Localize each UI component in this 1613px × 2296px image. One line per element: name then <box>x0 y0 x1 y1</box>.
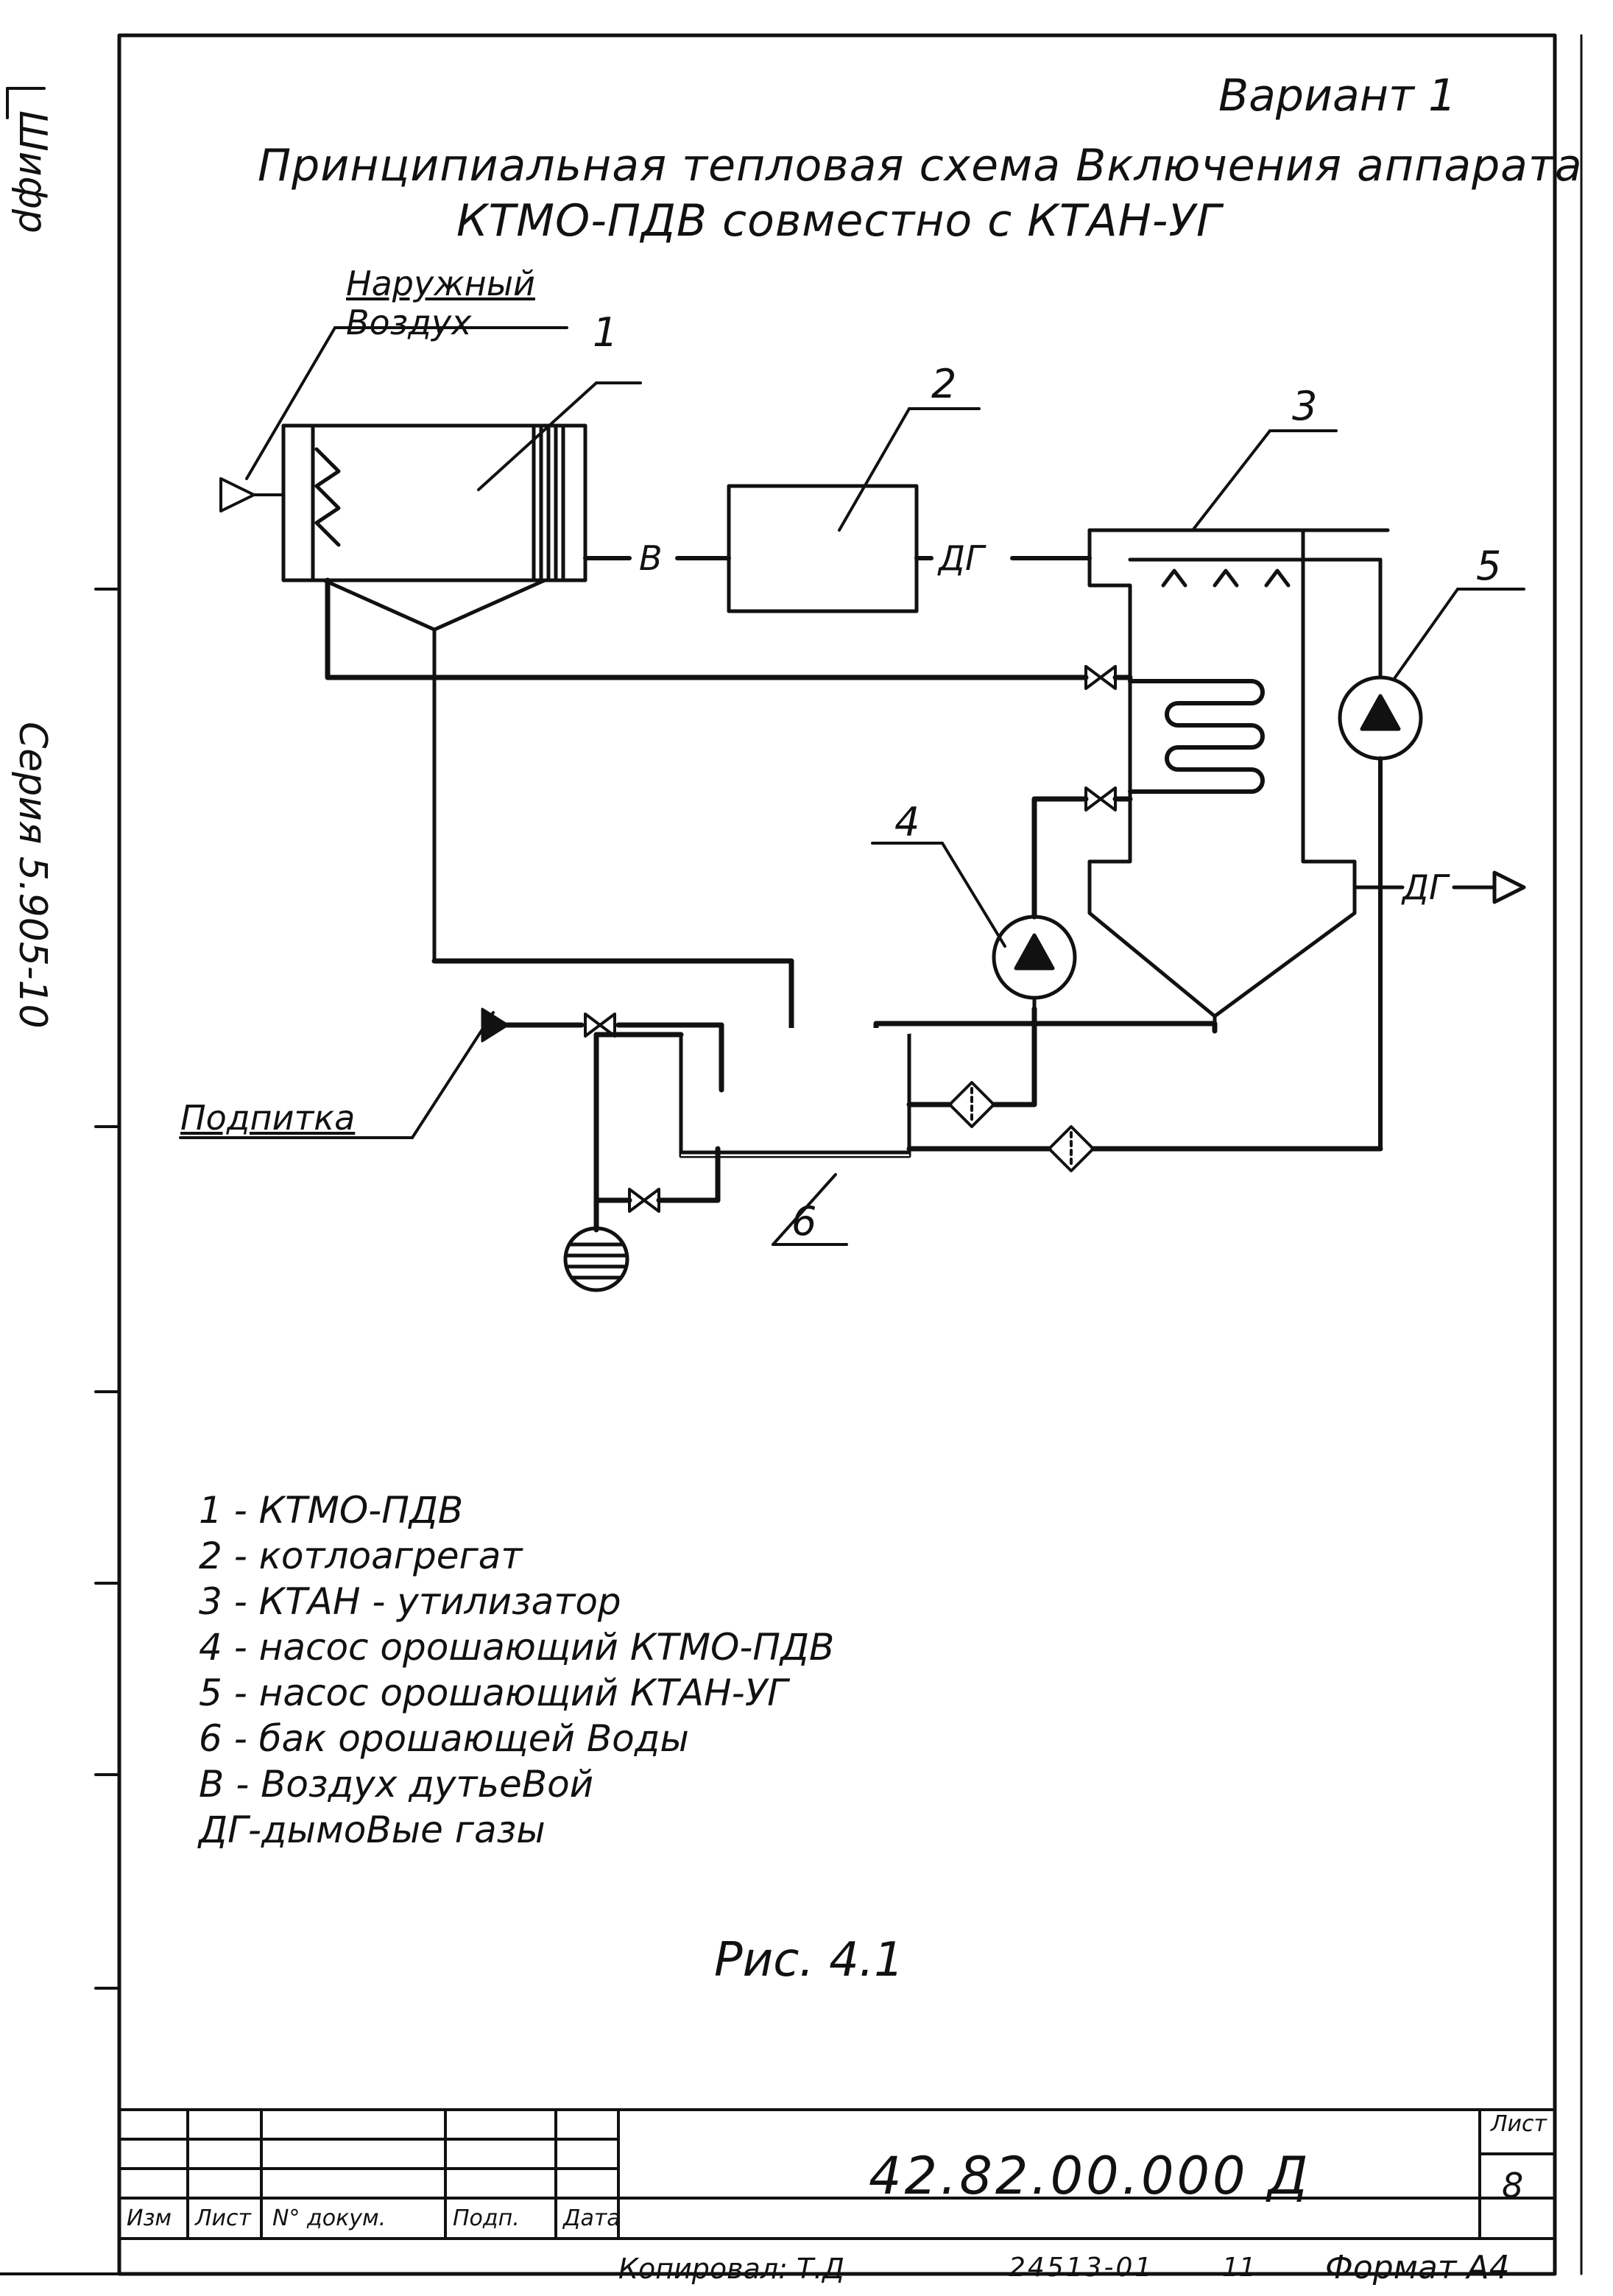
legend-item: 6 - бак орошающей Воды <box>199 1717 689 1760</box>
apparatus-ktmo-pdv <box>281 423 587 963</box>
inlet-label-line1: Наружный <box>346 264 535 303</box>
filter-lower <box>1048 1125 1095 1172</box>
inlet-arrow <box>219 326 568 513</box>
legend-item: 4 - насос орошающий КТМО-ПДВ <box>199 1626 835 1669</box>
sheet-label: Лист <box>1491 2111 1547 2137</box>
legend-item: 1 - КТМО-ПДВ <box>199 1489 464 1532</box>
valve-coil-inlet <box>1084 665 1117 690</box>
callout-3: 3 <box>1292 383 1318 429</box>
legend-item: 2 - котлоагрегат <box>199 1535 523 1577</box>
makeup-arrow <box>481 1007 509 1043</box>
col-sign: Подп. <box>453 2205 520 2231</box>
margin-text-top: Шифр <box>10 110 54 233</box>
document-number: 42.82.00.000 Д <box>869 2146 1311 2206</box>
stream-gas-label: ДГ <box>939 538 984 578</box>
col-date: Дата <box>563 2205 621 2231</box>
col-doc: N° докум. <box>272 2205 387 2231</box>
col-list: Лист <box>195 2205 252 2231</box>
callout-2: 2 <box>931 361 957 407</box>
makeup-label: Подпитка <box>180 1098 356 1138</box>
callout-6: 6 <box>791 1198 817 1244</box>
exhaust-line <box>1352 870 1526 904</box>
apparatus-ktan-ug <box>1087 528 1390 1033</box>
valve-expansion <box>628 1188 660 1213</box>
title-block-lines <box>0 2108 1556 2275</box>
callout-1: 1 <box>593 309 618 356</box>
page-title: Принципиальная тепловая схема Включения … <box>258 140 1583 191</box>
water-tank <box>678 1028 912 1158</box>
col-izm: Изм <box>127 2205 172 2231</box>
variant-label: Вариант 1 <box>1218 70 1457 122</box>
format-label: Формат А4 <box>1325 2249 1510 2286</box>
legend-item: ДГ-дымоВые газы <box>199 1809 546 1851</box>
makeup-line <box>498 1022 724 1093</box>
legend-item: 3 - КТАН - утилизатор <box>199 1580 621 1623</box>
archive-code-suffix: 11 <box>1222 2253 1256 2283</box>
stream-air-label: В <box>639 538 663 578</box>
legend-item: 5 - насос орошающий КТАН-УГ <box>199 1672 788 1714</box>
tank-outlet-lines <box>906 1006 1383 1152</box>
pump-4-line <box>1031 796 1133 920</box>
page-subtitle: КТМО-ПДВ совместно с КТАН-УГ <box>456 195 1222 247</box>
expansion-vessel <box>563 1226 629 1292</box>
valve-makeup <box>584 1013 616 1038</box>
stream-exhaust-label: ДГ <box>1402 867 1448 907</box>
callout-4: 4 <box>894 799 920 845</box>
pump-4 <box>992 915 1077 1011</box>
valve-pump-4 <box>1084 786 1117 811</box>
expansion-loop <box>593 1032 721 1233</box>
inlet-label-line2: Воздух <box>346 303 472 342</box>
callout-leaders <box>179 381 1525 1246</box>
callout-5: 5 <box>1476 543 1502 589</box>
coil-supply-line <box>325 577 1133 680</box>
filter-upper <box>948 1081 995 1128</box>
archive-code: 24513-01 <box>1009 2253 1154 2283</box>
margin-text-series: Серия 5.905-10 <box>10 722 54 1029</box>
ktan-drain-line <box>873 1021 1218 1093</box>
legend: 1 - КТМО-ПДВ 2 - котлоагрегат 3 - КТАН -… <box>199 1487 834 1853</box>
boiler-unit <box>727 484 919 613</box>
legend-item: В - Воздух дутьеВой <box>199 1763 594 1806</box>
copied-by: Копировал: Т.Д <box>618 2253 844 2285</box>
left-margin-ticks <box>6 87 121 1990</box>
pump-5 <box>1338 675 1423 1151</box>
sheet-number: 8 <box>1502 2166 1524 2205</box>
figure-caption: Рис. 4.1 <box>714 1933 904 1987</box>
